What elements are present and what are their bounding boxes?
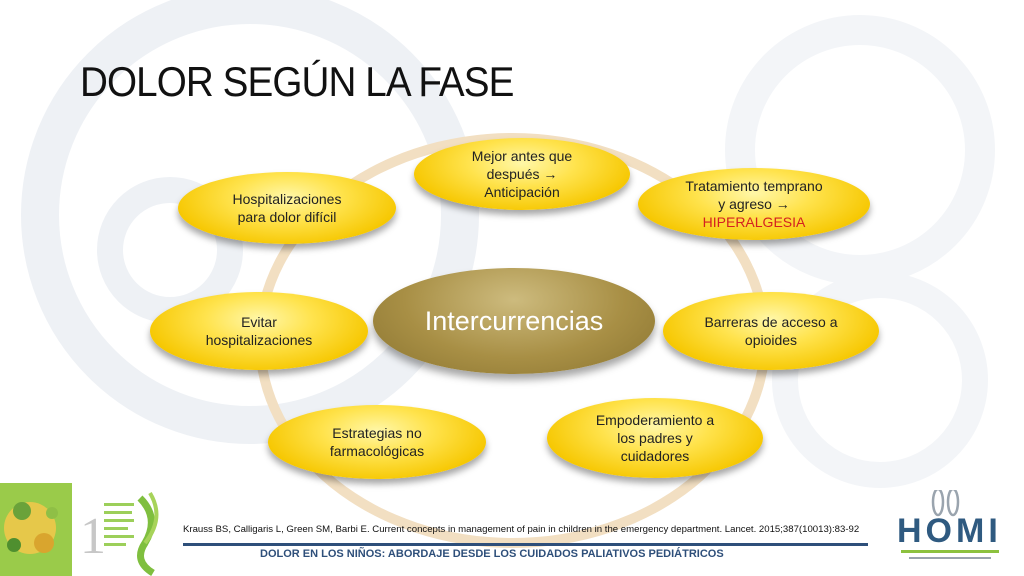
- center-node: Intercurrencias: [373, 268, 655, 374]
- page-title: DOLOR SEGÚN LA FASE: [80, 58, 514, 105]
- center-label: Intercurrencias: [424, 305, 604, 336]
- footer-divider: [183, 543, 868, 546]
- svg-text:1: 1: [80, 508, 106, 565]
- svg-text:HOMI: HOMI: [897, 512, 1002, 550]
- hiperalgesia-highlight: HIPERALGESIA: [702, 214, 806, 230]
- congress-logo: 1: [0, 483, 175, 576]
- citation-text: Krauss BS, Calligaris L, Green SM, Barbi…: [183, 524, 860, 535]
- footer-text: DOLOR EN LOS NIÑOS: ABORDAJE DESDE LOS C…: [260, 548, 724, 560]
- homi-logo: HOMI: [897, 490, 1002, 559]
